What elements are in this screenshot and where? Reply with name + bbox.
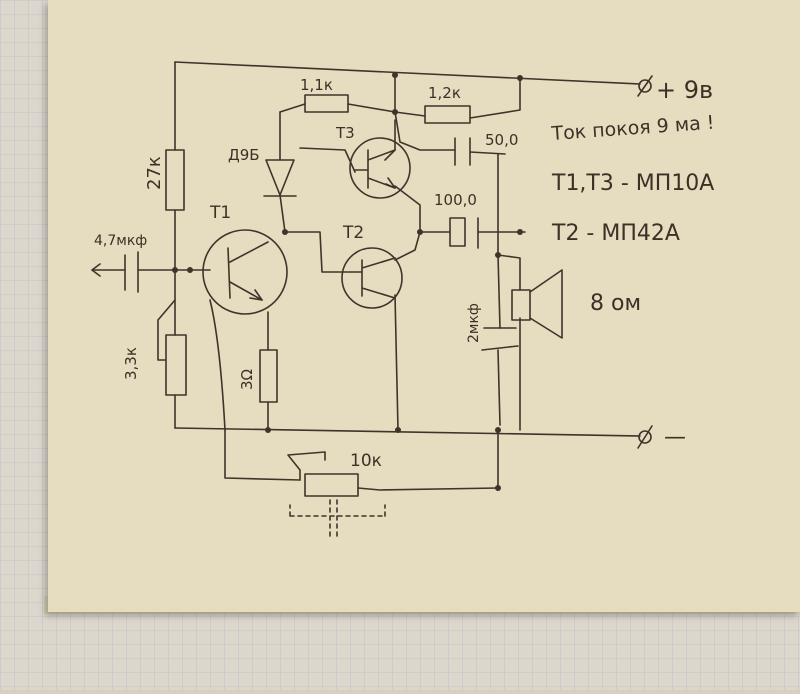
- notebook-page: [48, 0, 800, 612]
- terminal-minus: —: [637, 425, 686, 450]
- terminal-plus: + 9в: [637, 75, 713, 104]
- resistor-r6-label: 10к: [350, 451, 382, 471]
- capacitor-c4-label: 2мкф: [466, 303, 482, 343]
- notes: Ток покоя 9 ма ! T1,T3 - МП10А T2 - МП42…: [550, 112, 715, 246]
- terminal-minus-label: —: [664, 425, 686, 450]
- diode-label: Д9Б: [228, 146, 260, 164]
- capacitor-c1: 4,7мкф: [91, 233, 147, 293]
- speaker: 8 ом: [511, 269, 641, 339]
- resistor-r2-label: 1,2к: [428, 84, 461, 102]
- resistor-r6: 10к: [289, 451, 386, 541]
- resistor-r2: 1,2к: [424, 84, 471, 124]
- resistor-r4: 3,3к: [122, 334, 187, 396]
- resistor-r5: 3Ω: [238, 349, 278, 403]
- resistor-r3-label: 27к: [144, 156, 165, 190]
- note-line2: T2 - МП42А: [551, 221, 680, 246]
- diode: Д9Б: [228, 146, 297, 197]
- capacitor-c4: 2мкф: [466, 303, 519, 351]
- resistor-r3: 27к: [144, 149, 185, 211]
- capacitor-c3: 100,0: [434, 191, 479, 249]
- resistor-r4-label: 3,3к: [122, 347, 140, 380]
- transistor-t1: T1: [202, 203, 288, 315]
- transistor-t2-label: T2: [342, 223, 364, 243]
- wire-network: [91, 61, 641, 491]
- transistor-t1-label: T1: [209, 203, 231, 223]
- transistor-t2: T2: [341, 223, 403, 309]
- speaker-label: 8 ом: [590, 291, 641, 316]
- transistor-t3-label: T3: [335, 124, 355, 142]
- capacitor-c1-label: 4,7мкф: [94, 233, 147, 249]
- note-line1: T1,T3 - МП10А: [551, 171, 714, 196]
- capacitor-c3-label: 100,0: [434, 191, 477, 209]
- resistor-r1: 1,1к: [300, 76, 349, 113]
- junction-dots: [172, 72, 523, 491]
- resistor-r1-label: 1,1к: [300, 76, 333, 94]
- note-current: Ток покоя 9 ма !: [550, 112, 715, 145]
- capacitor-c2: 50,0: [454, 131, 518, 166]
- resistor-r5-label: 3Ω: [238, 369, 256, 390]
- transistor-t3: T3: [335, 124, 411, 199]
- terminal-plus-label: + 9в: [656, 76, 713, 104]
- capacitor-c2-label: 50,0: [485, 131, 518, 149]
